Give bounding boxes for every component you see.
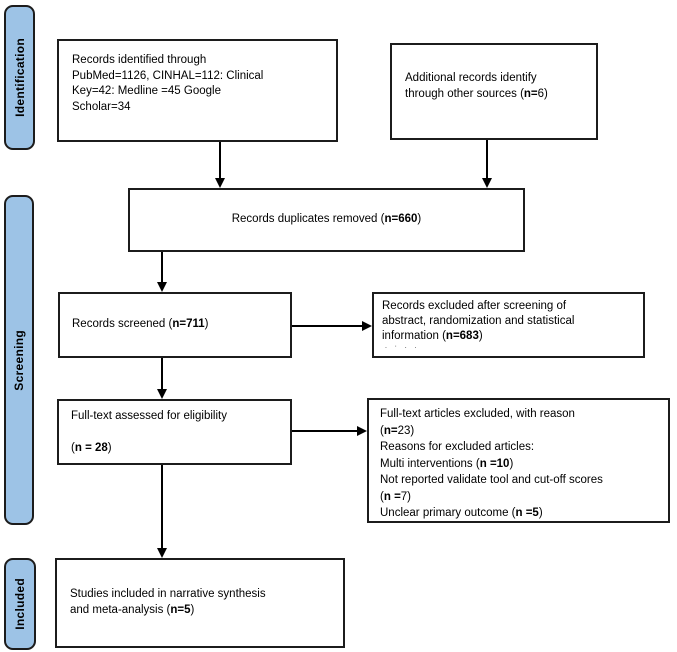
arrow-head-down-icon [215, 178, 225, 188]
arrow-line [292, 430, 358, 432]
arrow-line [161, 252, 163, 283]
box-fulltext-assessed: Full-text assessed for eligibility (n = … [57, 399, 292, 465]
arrow-line [161, 358, 163, 390]
stage-label-screening-text: Screening [12, 329, 26, 391]
arrow-line [161, 465, 163, 549]
box-records-screened: Records screened (n=711) [58, 292, 292, 358]
arrow-head-right-icon [357, 426, 367, 436]
arrow-line [292, 325, 363, 327]
box-fulltext-excluded: Full-text articles excluded, with reason… [367, 398, 670, 523]
arrow-line [486, 140, 488, 179]
stage-label-included-text: Included [13, 578, 27, 630]
box-duplicates-removed: Records duplicates removed (n=660) [128, 188, 525, 252]
arrow-head-down-icon [157, 548, 167, 558]
stage-label-included: Included [4, 558, 36, 650]
arrow-head-right-icon [362, 321, 372, 331]
arrow-head-down-icon [157, 389, 167, 399]
clipped-text-artifact: . ∙ . . [385, 343, 420, 350]
arrow-line [219, 142, 221, 179]
stage-label-screening: Screening [4, 195, 34, 525]
stage-label-identification-text: Identification [12, 38, 27, 117]
arrow-head-down-icon [157, 282, 167, 292]
stage-label-identification: Identification [4, 5, 35, 150]
arrow-head-down-icon [482, 178, 492, 188]
